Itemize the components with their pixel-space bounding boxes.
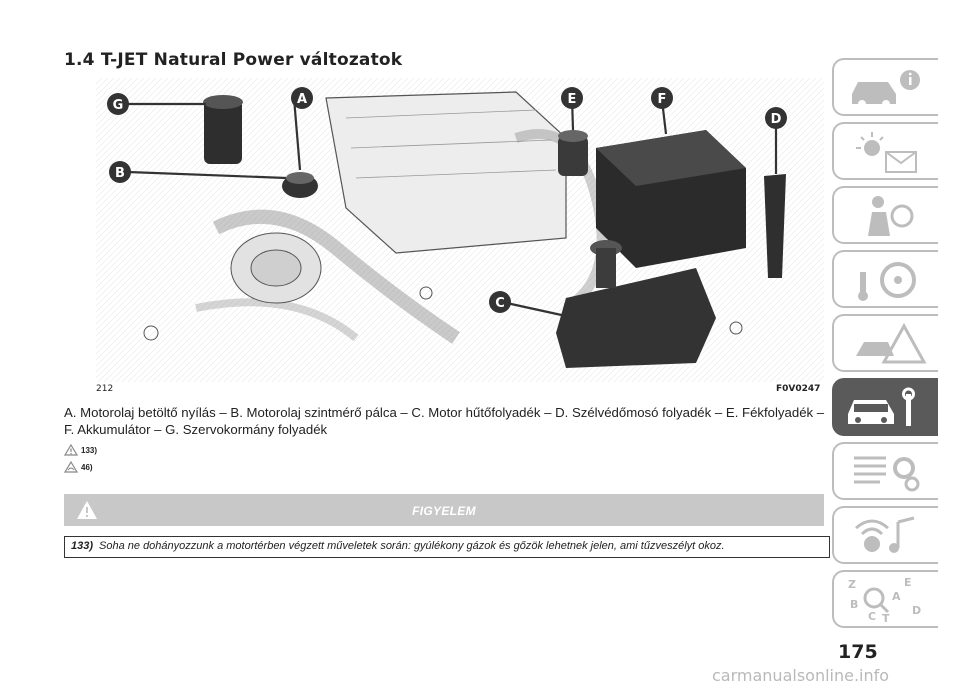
callout-g: G (113, 98, 124, 113)
svg-text:D: D (912, 604, 921, 617)
watermark: carmanualsonline.info (712, 666, 890, 685)
figure-number: 212 (96, 384, 114, 394)
page-title: 1.4 T-JET Natural Power változatok (64, 50, 403, 70)
key-steering-icon (858, 262, 916, 301)
warning-ref-label: 133) (81, 445, 98, 455)
tab-car-info[interactable] (832, 58, 938, 116)
car-service-icon (848, 387, 915, 426)
callout-f: F (658, 92, 667, 107)
warning-lights-icon (856, 132, 917, 173)
warning-note-text: Soha ne dohányozzunk a motortérben végze… (99, 540, 725, 552)
svg-text:A: A (892, 590, 901, 603)
technical-data-icon (854, 456, 920, 492)
tab-multimedia[interactable] (832, 506, 938, 564)
callout-b: B (115, 166, 125, 181)
airbag-seatbelt-icon (868, 196, 914, 236)
callout-e: E (568, 92, 577, 107)
warning-heading: FIGYELEM (412, 504, 476, 518)
svg-text:E: E (904, 576, 912, 589)
callout-c: C (495, 296, 505, 311)
engine-bay-illustration: G A B C D E F (96, 78, 824, 382)
figure-caption: A. Motorolaj betöltő nyílás – B. Motorol… (64, 405, 825, 437)
callout-d: D (771, 112, 782, 127)
callout-a: A (297, 92, 307, 107)
emergency-icon (856, 322, 927, 364)
svg-text:B: B (850, 598, 858, 611)
warning-triangle-icon (77, 501, 97, 519)
environment-icon (64, 461, 78, 473)
environment-ref-label: 46) (81, 462, 93, 472)
warning-ref[interactable]: 133) (64, 444, 97, 456)
warning-note: 133) Soha ne dohányozzunk a motortérben v… (64, 536, 830, 558)
multimedia-icon (855, 516, 915, 553)
tab-airbag-seatbelt[interactable] (832, 186, 938, 244)
svg-text:C: C (868, 610, 876, 623)
tab-car-service[interactable] (832, 378, 938, 436)
tab-warning-lights[interactable] (832, 122, 938, 180)
svg-text:Z: Z (848, 578, 856, 591)
tab-technical-data[interactable] (832, 442, 938, 500)
svg-text:T: T (882, 612, 890, 624)
figure-code: F0V0247 (776, 384, 821, 394)
tab-emergency[interactable] (832, 314, 938, 372)
page-number: 175 (838, 641, 878, 663)
warning-note-number: 133) (71, 540, 94, 552)
car-info-icon (852, 70, 920, 108)
tab-key-steering[interactable] (832, 250, 938, 308)
warning-triangle-icon (64, 444, 78, 456)
warning-header: FIGYELEM (64, 494, 824, 526)
environment-ref[interactable]: 46) (64, 461, 93, 473)
